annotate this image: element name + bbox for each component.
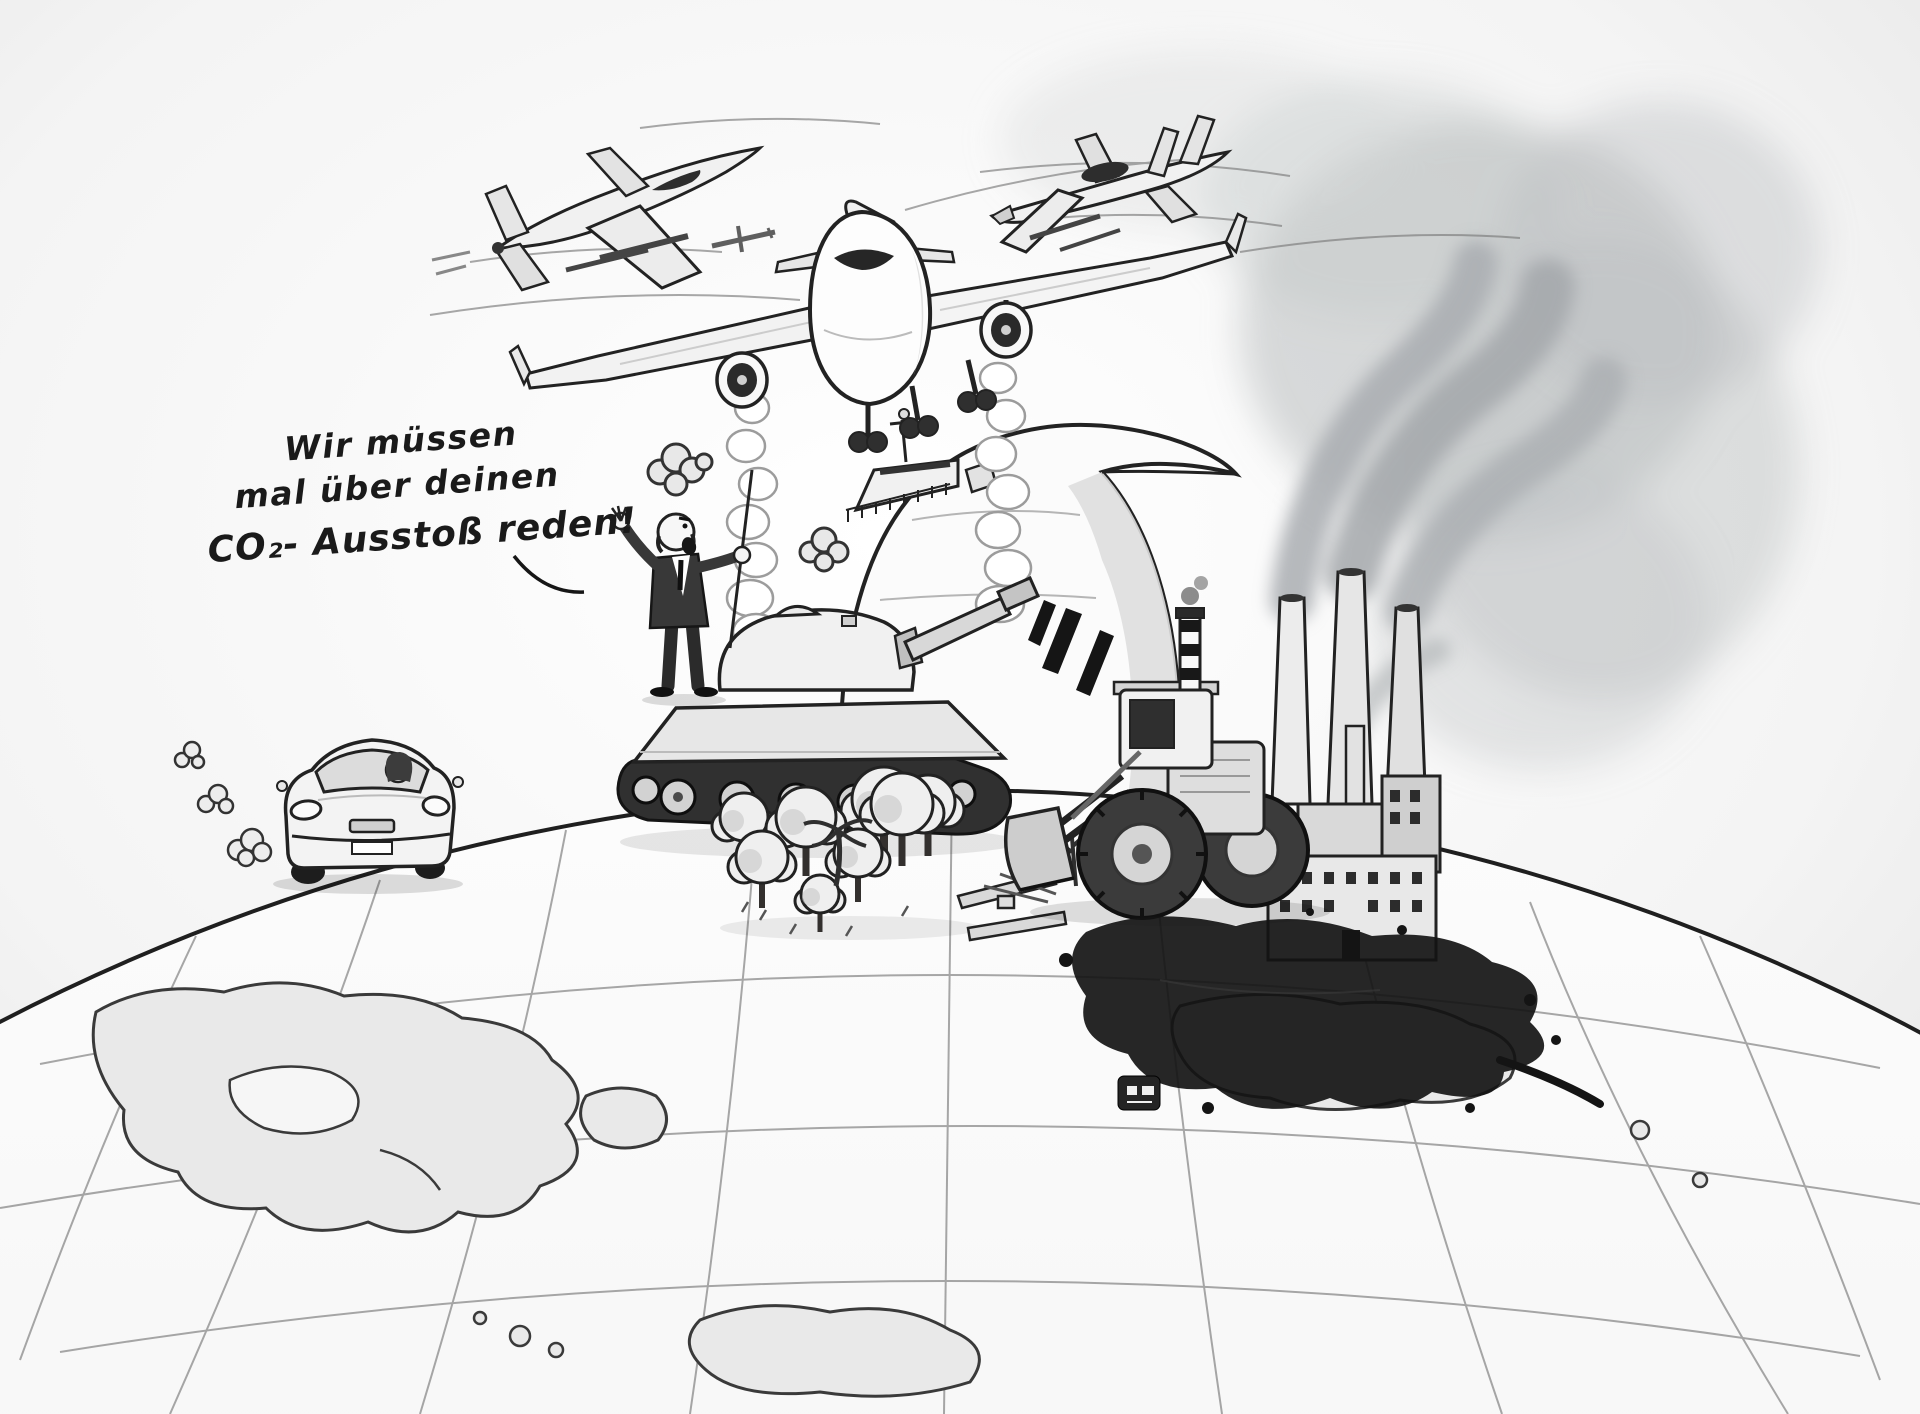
caption-pointer (512, 554, 585, 594)
jet-canopy (652, 170, 701, 191)
airliner (508, 199, 1248, 453)
fuselage (807, 209, 933, 407)
co2-puff-cloud (798, 526, 850, 573)
tree-stump (996, 894, 1016, 910)
factory-windows (1280, 790, 1422, 912)
tree (858, 771, 946, 866)
wheel-loader (1004, 576, 1330, 926)
ship-railing (847, 483, 947, 522)
factory (1266, 568, 1442, 962)
turret-hatch (771, 605, 823, 618)
necktie (677, 559, 684, 591)
palm-tree (803, 818, 873, 887)
tree (764, 785, 848, 876)
side-mirror (276, 780, 288, 792)
license-plate (351, 841, 393, 855)
fighter-jet-right (989, 114, 1233, 254)
oil-spill (1059, 908, 1604, 1114)
smokestack (1270, 596, 1312, 806)
fighter-jet-left (431, 145, 765, 292)
tank-hull (630, 700, 1009, 764)
ship-window (1042, 608, 1082, 674)
left-winglet (508, 344, 532, 387)
driver-hair (385, 752, 413, 782)
co2-puff-cloud (646, 442, 714, 497)
cockpit-windows (834, 249, 894, 270)
shouting-mouth (681, 537, 697, 555)
headlight (289, 799, 323, 821)
tree (793, 873, 847, 932)
tree (824, 827, 892, 902)
muzzle-brake (996, 576, 1040, 612)
politician (610, 505, 752, 706)
car (273, 738, 464, 894)
tire-treads (1078, 790, 1206, 918)
missile (599, 233, 689, 261)
missile (1029, 213, 1101, 241)
right-engine (979, 301, 1033, 359)
missile (565, 247, 649, 273)
artist-signature-stamp (1117, 1075, 1161, 1111)
grass-tufts (740, 901, 910, 937)
missile (1059, 228, 1121, 252)
side-mirror (452, 776, 464, 788)
striped-exhaust-stack (1175, 576, 1208, 692)
car-exhaust-puffs (173, 740, 273, 868)
gun-barrel (903, 596, 1013, 663)
left-engine (715, 351, 769, 409)
ship-window (1076, 630, 1114, 696)
right-winglet (1224, 212, 1248, 255)
ship-window (1028, 600, 1056, 646)
headlight (421, 795, 451, 817)
forest (710, 765, 980, 940)
smokestack-plume-cores (1270, 240, 1627, 739)
jet-canopy (1081, 161, 1129, 183)
roof-stack (1344, 724, 1366, 806)
tree (726, 829, 798, 908)
small-aircraft (711, 225, 776, 253)
landing-gear (848, 359, 997, 453)
grille (348, 818, 396, 834)
cab-window (1129, 699, 1175, 749)
